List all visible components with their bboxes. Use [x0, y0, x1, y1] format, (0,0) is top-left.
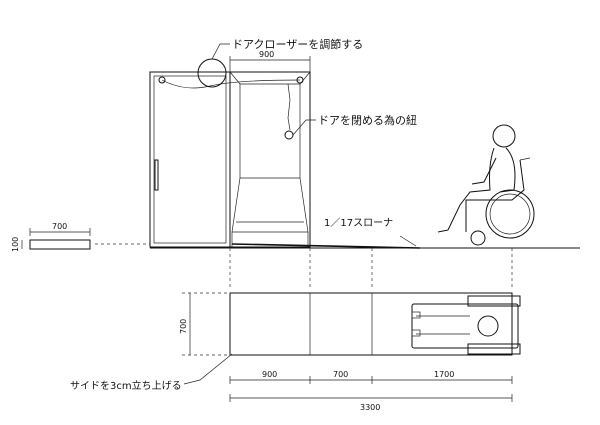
pull-string [287, 83, 291, 131]
sample-block [21, 228, 91, 250]
label-plan-700: 700 [179, 319, 188, 334]
ramp-surface [231, 243, 421, 249]
string-ring [284, 130, 294, 140]
booth-frame [229, 71, 311, 248]
rear-wheel-rim [489, 193, 531, 235]
booth-floor [231, 177, 309, 233]
label-seg-700: 700 [333, 370, 348, 379]
wc-plan-head [477, 315, 499, 337]
sample-rect [29, 239, 91, 250]
caster [470, 230, 486, 246]
wc-plan-outline [411, 303, 519, 349]
rear-wheel [485, 189, 535, 239]
wc-plan-wheel-top [467, 295, 521, 307]
wc-plan-foot-2 [411, 329, 421, 337]
label-door-closer: ドアクローザーを調節する [232, 37, 363, 51]
closer-callout-circle [197, 58, 227, 88]
torso-leg [447, 147, 495, 231]
label-slope: 1／17スローナ [324, 217, 393, 229]
chair-frame [465, 159, 525, 232]
label-door-string: ドアを閉める為の紐 [318, 113, 417, 127]
wheelchair-user-side [437, 124, 535, 246]
booth-top-perspective [229, 71, 311, 85]
label-seg-1700: 1700 [434, 370, 454, 379]
wc-plan-wheel-bottom [467, 343, 521, 355]
elevation-view [95, 43, 580, 290]
side-raise-leader [183, 353, 233, 385]
ramp-leader-arrow [399, 235, 417, 247]
label-total-3300: 3300 [360, 403, 380, 412]
door-panel [153, 75, 227, 244]
plan-view [182, 292, 521, 402]
arm [471, 157, 497, 185]
closer-leader [211, 43, 230, 60]
door-handle [154, 159, 159, 191]
plan-ramp [229, 292, 513, 356]
closer-wire [161, 79, 301, 89]
head [492, 124, 516, 148]
string-leader [292, 119, 316, 136]
foot [437, 229, 449, 233]
label-sample-700: 700 [52, 222, 67, 231]
label-seg-900: 900 [262, 370, 277, 379]
label-dim-900-top: 900 [259, 50, 274, 59]
back [499, 147, 516, 193]
handle [519, 157, 531, 161]
wc-plan-foot-1 [411, 311, 421, 319]
door-frame [149, 71, 231, 248]
closer-anchor [158, 76, 166, 84]
closer-pulley [296, 76, 304, 84]
label-side-raise: サイドを3cm立ち上げる [70, 379, 182, 392]
label-sample-100: 100 [11, 237, 20, 252]
